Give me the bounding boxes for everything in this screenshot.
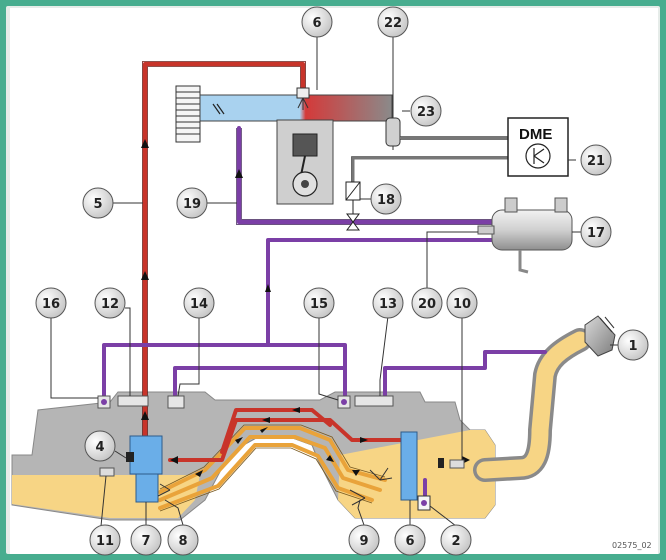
callout-18-label: 18 [377, 193, 395, 208]
callout-13-label: 13 [379, 297, 397, 312]
valve-15 [341, 399, 347, 405]
fuel-pump [126, 435, 163, 503]
callout-19-label: 19 [183, 197, 201, 212]
engine-block [276, 119, 334, 205]
dme-control-unit: DME [507, 117, 569, 177]
charcoal-canister [477, 197, 573, 274]
sensor-10-plug [438, 458, 444, 468]
callout-12-label: 12 [101, 297, 119, 312]
callout-8 [167, 524, 199, 556]
callout-17-label: 17 [587, 226, 605, 241]
callout-7 [130, 524, 162, 556]
callout-7-label: 7 [141, 534, 150, 549]
callout-10-label: 10 [453, 297, 471, 312]
lambda-sensor [385, 117, 401, 150]
tank-fittings [97, 395, 394, 409]
callout-17 [580, 216, 612, 248]
figure-code: 02575_02 [612, 541, 652, 550]
callout-9-label: 9 [359, 534, 368, 549]
intake-manifold [175, 85, 393, 143]
callout-23-label: 23 [417, 105, 435, 120]
spray-lines [157, 467, 393, 506]
fuel-supply-line [143, 62, 305, 442]
filler-neck [473, 315, 616, 482]
callout-1 [617, 329, 649, 361]
callout-14 [183, 287, 215, 319]
valve-16 [101, 399, 107, 405]
callout-5 [82, 187, 114, 219]
callouts: 1 2 4 5 6 6 7 8 9 10 11 12 13 14 15 16 1… [35, 6, 649, 556]
callout-2-label: 2 [451, 534, 460, 549]
callout-15 [303, 287, 335, 319]
filler-cap [584, 315, 616, 357]
callout-15-label: 15 [310, 297, 328, 312]
callout-19 [176, 187, 208, 219]
injector [296, 87, 310, 110]
callout-6-top-label: 6 [312, 16, 321, 31]
callout-16 [35, 287, 67, 319]
callout-16-label: 16 [42, 297, 60, 312]
callout-4 [84, 430, 116, 462]
dme-wire-outline [351, 136, 508, 182]
callout-10 [446, 287, 478, 319]
callout-22 [377, 6, 409, 38]
dme-label: DME [519, 126, 552, 143]
callout-21 [580, 144, 612, 176]
callout-14-label: 14 [190, 297, 208, 312]
callout-9 [348, 524, 380, 556]
callout-23 [410, 95, 442, 127]
sensor-11 [99, 467, 115, 477]
callout-5-label: 5 [93, 197, 102, 212]
callout-20 [411, 287, 443, 319]
callout-13 [372, 287, 404, 319]
callout-18 [370, 183, 402, 215]
callout-22-label: 22 [384, 16, 402, 31]
callout-21-label: 21 [587, 154, 605, 169]
callout-8-label: 8 [178, 534, 187, 549]
callout-1-label: 1 [628, 339, 637, 354]
fuel-line-outline [142, 61, 306, 440]
callout-11 [89, 524, 121, 556]
callout-6-top [301, 6, 333, 38]
callout-6-bottom [394, 524, 426, 556]
callout-3-label: 3 [405, 534, 414, 549]
sensor-10 [449, 459, 465, 469]
vent-line-outline [236, 128, 500, 225]
callout-6-bottom-label: 6 [405, 534, 414, 549]
return-lines [158, 426, 387, 510]
level-sensor-tube [400, 431, 418, 501]
dme-wires [351, 136, 508, 182]
vent-line-main [266, 238, 502, 347]
callout-2 [440, 524, 472, 556]
return-line-outline [159, 424, 386, 512]
callout-4-label: 4 [95, 440, 104, 455]
purge-valve [345, 181, 361, 231]
callout-20-label: 20 [418, 297, 436, 312]
callout-12 [94, 287, 126, 319]
flow-arrows [141, 139, 470, 477]
callout-11-label: 11 [96, 534, 114, 549]
air-filter [175, 85, 201, 143]
